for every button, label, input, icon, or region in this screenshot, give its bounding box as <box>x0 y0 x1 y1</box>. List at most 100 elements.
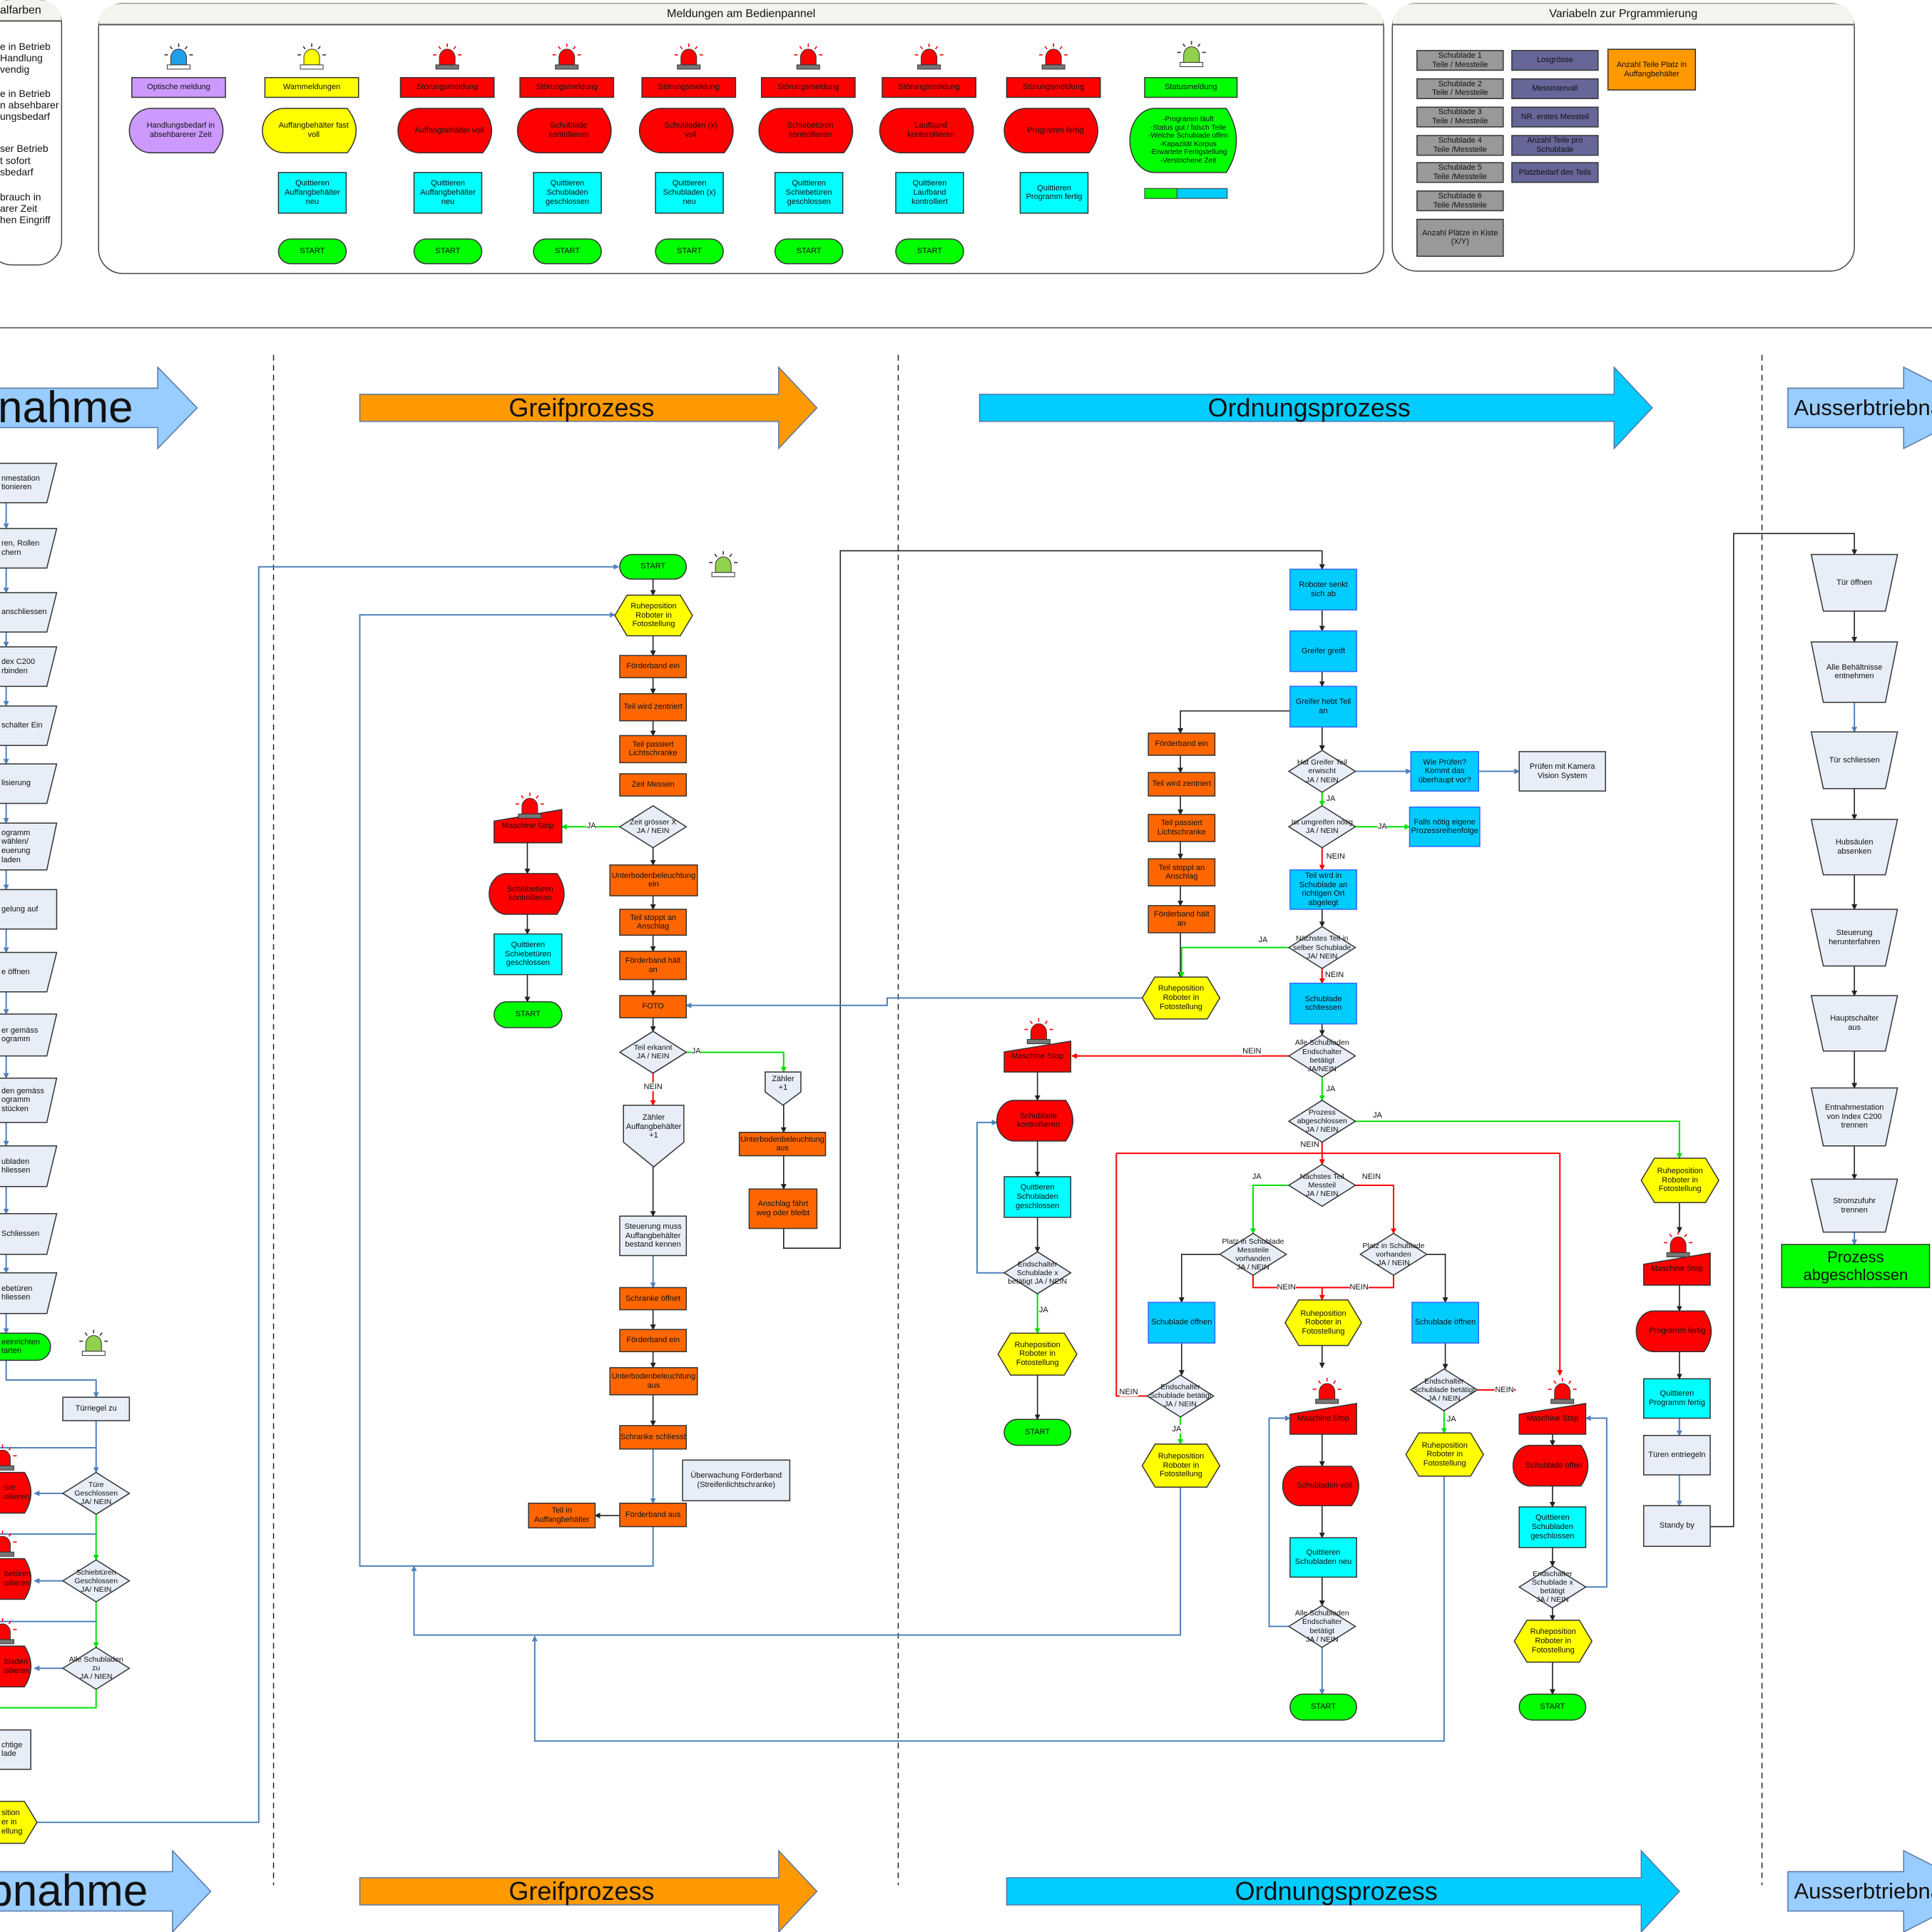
g_q-process-box-shape <box>494 933 563 976</box>
o_offen-alarm-display: Schublade offen <box>1525 1461 1583 1470</box>
shutdown-step-2-shape <box>1810 641 1898 703</box>
signal-lamp-icon <box>433 43 462 70</box>
o_voll-alarm-display-shape <box>1282 1466 1359 1506</box>
connector-arrow <box>1710 533 1858 1528</box>
o_ruhe2-preparation-hexagon-shape <box>1284 1299 1362 1346</box>
variable-drawer-2-shape <box>1416 78 1504 99</box>
variable-purple-5-shape <box>1511 162 1599 183</box>
o_ruhe5-preparation-hexagon-shape <box>1513 1620 1593 1663</box>
startup-start-terminal-shape <box>0 1332 51 1361</box>
g_ub2-process-box: Unterbodenbeleuchtung aus <box>611 1372 696 1390</box>
signal-lamp-icon <box>164 43 193 70</box>
variables-panel-title: Variabeln zur Prgrammierung <box>1549 7 1698 20</box>
o_qg2-process-box-shape <box>1518 1506 1587 1548</box>
startup-step-8: gelung auf <box>1 904 39 914</box>
g_z1-counter: Zähler +1 <box>772 1074 794 1093</box>
g_teil-process-box: Teil in Auffangbehälter <box>534 1506 590 1525</box>
start-button-6[interactable]: START <box>796 247 822 256</box>
start-button-7[interactable]: START <box>917 247 943 256</box>
o_d8-decision-diamond-shape <box>1359 1232 1428 1277</box>
connector-arrow <box>36 563 620 1824</box>
message-type-label-2: Warnmeldungen <box>282 83 341 92</box>
g_schr1-process-box: Schranke öffnet <box>625 1294 681 1303</box>
variable-parts-capacity-shape <box>1607 48 1697 91</box>
o_senkt-process-box: Roboter senkt sich ab <box>1299 581 1348 598</box>
message-display-6: Schiebetüren kontrollieren <box>787 121 834 140</box>
message-type-label-6-shape <box>760 77 856 98</box>
signal-lamp-icon <box>0 1530 17 1557</box>
acknowledge-button-4[interactable]: Quittieren Schubladen geschlossen <box>546 179 590 206</box>
o_d9-decision-diamond: Alle Schubladen Endschalter betätigt JA … <box>1294 1609 1349 1644</box>
signal-lamp-icon <box>552 43 581 70</box>
g_stop-process-box: Teil stoppt an Anschlag <box>630 913 677 931</box>
variable-purple-3: NR. erstes Messteil <box>1520 112 1589 121</box>
i_tr-process-box: Türriegel zu <box>75 1404 117 1414</box>
acknowledge-button-3[interactable]: Quittieren Auffangbehälter neu <box>420 179 476 206</box>
a_ruhe-preparation-hexagon: Ruheposition Roboter in Fotostellung <box>1657 1167 1703 1194</box>
edge-label: NEIN <box>1119 1388 1138 1397</box>
acknowledge-button-8[interactable]: Quittieren Programm fertig <box>1026 183 1083 202</box>
edge-label: JA <box>1252 1172 1262 1181</box>
g_licht-process-box-shape <box>619 735 688 764</box>
g_q-process-box: Quittieren Schiebetüren geschlossen <box>504 941 551 968</box>
signal-lamp-icon <box>1312 1378 1341 1404</box>
variable-purple-4: Anzahl Teile pro Schublade <box>1527 136 1583 154</box>
g_stop-process-box-shape <box>619 909 688 936</box>
connector-arrow <box>0 1689 97 1709</box>
i_d3-decision-diamond: Alle Schubladen zu JA / NIEN <box>68 1655 123 1682</box>
acknowledge-button-7[interactable]: Quittieren Laufband kontrolliert <box>911 179 948 206</box>
variable-drawer-5-shape <box>1416 162 1504 183</box>
g_teil-process-box-shape <box>528 1503 596 1529</box>
startup-step-4-shape <box>0 646 58 688</box>
g_dt-decision-diamond-shape <box>618 1031 688 1074</box>
acknowledge-button-5[interactable]: Quittieren Schubladen (x) neu <box>663 179 716 206</box>
message-type-label-7-shape <box>881 77 977 98</box>
shutdown-step-3: Tür schliessen <box>1829 755 1880 765</box>
phase-arrow-ordnungsprozess-bottom <box>1006 1849 1680 1932</box>
edge-label: JA <box>586 821 596 830</box>
g_ub1-process-box: Unterbodenbeleuchtung ein <box>611 871 696 889</box>
o_ruhe0-preparation-hexagon: Ruheposition Roboter in Fotostellung <box>1157 984 1205 1011</box>
o_d7-decision-diamond: Platz in Schublade Messteile vorhanden J… <box>1222 1237 1284 1272</box>
startup-start-terminal: eeinrichten tarten <box>1 1337 40 1356</box>
o_ruhe4-preparation-hexagon: Ruheposition Roboter in Fotostellung <box>1421 1441 1468 1468</box>
o_qneu-process-box: Quittieren Schubladen neu <box>1294 1548 1352 1566</box>
o_sk-alarm-display-shape <box>996 1100 1074 1142</box>
edge-label: JA <box>1446 1415 1456 1424</box>
g_ub1-process-box-shape <box>609 864 698 896</box>
connector-arrow <box>976 1119 1005 1274</box>
i_d2-decision-diamond-shape <box>61 1559 131 1603</box>
g_fb2-process-box-shape <box>619 1329 688 1353</box>
o_d4-decision-diamond: Alle Schubladen Endschalter betätigt JA/… <box>1294 1038 1349 1073</box>
connector-arrow <box>686 1051 787 1073</box>
connector-arrow <box>411 1487 1182 1636</box>
status-message-display: -Programm läuft -Status gut / falsch Tei… <box>1148 116 1228 165</box>
variable-drawer-4: Schublade 4 Teile /Messteile <box>1433 136 1487 154</box>
message-type-label-4: Störungsmeldung <box>536 83 598 92</box>
connector-arrow <box>1178 946 1289 978</box>
acknowledge-button-5-shape <box>655 172 724 214</box>
acknowledge-button-6[interactable]: Quittieren Schiebetüren geschlossen <box>785 179 832 206</box>
variable-drawer-3: Schublade 3 Teile / Messteile <box>1432 108 1488 126</box>
signal-lamp-icon <box>1177 41 1206 67</box>
startup-step-7: ogramm wählen/ euerung laden <box>1 828 31 864</box>
edge-label: JA <box>1172 1425 1182 1434</box>
g_foto-process-box-shape <box>619 995 688 1018</box>
g_ruhe-preparation-hexagon: Ruheposition Roboter in Fotostellung <box>630 602 677 629</box>
o_d11-decision-diamond: Endschalter Schublade betätigt JA / NEIN <box>1413 1376 1476 1403</box>
startup-step-6-shape <box>0 763 58 804</box>
acknowledge-button-2[interactable]: Quittieren Auffangbehälter neu <box>285 179 340 206</box>
start-button-4[interactable]: START <box>555 247 581 256</box>
a_q-process-box: Quittieren Programm fertig <box>1648 1389 1705 1407</box>
start-button-3[interactable]: START <box>435 247 461 256</box>
g_ansch-process-box: Anschlag fährt weg oder bleibt <box>756 1200 810 1217</box>
o_d5-decision-diamond: Prozess abgeschlossen JA / NEIN <box>1297 1108 1347 1135</box>
o_zent-process-box: Teil wird zentriert <box>1152 780 1212 789</box>
o_qg1-process-box: Quittieren Schubladen geschlossen <box>1016 1183 1060 1210</box>
start-button-2[interactable]: START <box>300 247 325 256</box>
shutdown-step-1-shape <box>1810 553 1898 612</box>
phase-arrow-inbetriebnahme-bottom-label: iebnahme <box>0 1866 148 1916</box>
start-button-5[interactable]: START <box>677 247 702 256</box>
shutdown-step-3-shape <box>1810 731 1898 789</box>
g_ruhe-preparation-hexagon-shape <box>614 594 693 637</box>
